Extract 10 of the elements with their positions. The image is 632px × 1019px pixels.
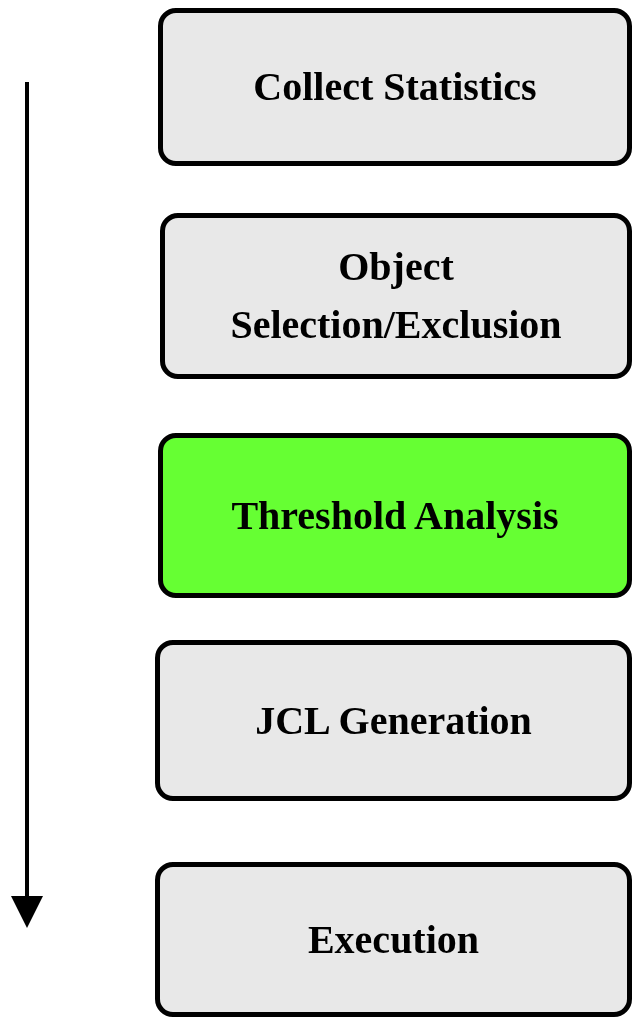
step-label: Threshold Analysis (230, 491, 560, 540)
step-label: Collect Statistics (252, 63, 538, 111)
step-label: JCL Generation (254, 696, 533, 745)
step-box (155, 862, 632, 1017)
step-box (158, 8, 632, 166)
step-label: Execution (306, 915, 481, 964)
highlighted-step-box (158, 433, 632, 598)
step-label: Object Selection/Exclusion (229, 243, 563, 349)
step-box (155, 640, 632, 801)
step-box (160, 213, 632, 379)
